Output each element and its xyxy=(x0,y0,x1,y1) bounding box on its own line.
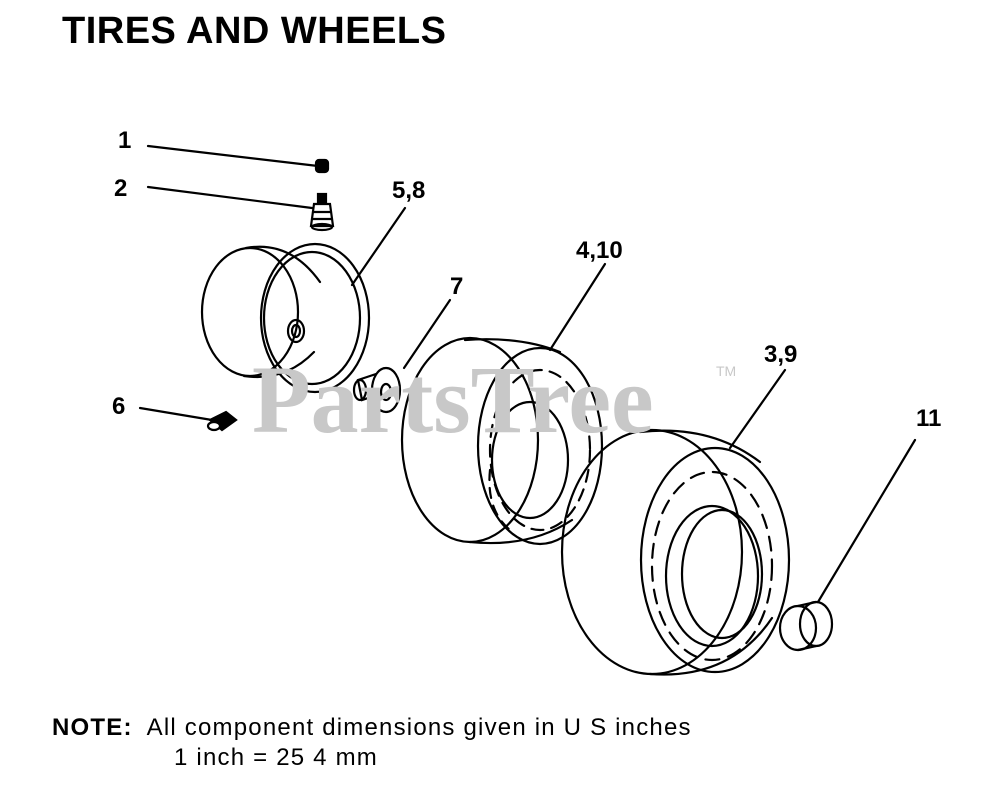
hub-cap-part xyxy=(778,600,834,652)
valve-cap-part xyxy=(314,158,330,174)
callout-3-9: 3,9 xyxy=(764,341,797,368)
wheel-rim-part xyxy=(200,242,371,394)
watermark-text: PartsTree xyxy=(252,346,654,453)
callout-11: 11 xyxy=(916,405,941,432)
callout-5-8: 5,8 xyxy=(392,177,425,204)
callout-1: 1 xyxy=(118,127,131,154)
leader-39 xyxy=(728,368,787,450)
leader-7 xyxy=(402,298,452,370)
valve-stem-part xyxy=(309,192,335,232)
page-title: TIRES AND WHEELS xyxy=(62,10,447,52)
callout-6: 6 xyxy=(112,393,125,420)
bushing-part xyxy=(352,366,402,414)
watermark-tm: TM xyxy=(716,363,736,379)
leader-58 xyxy=(350,206,407,287)
grease-fitting-part xyxy=(206,410,238,432)
leader-2 xyxy=(146,185,314,210)
leader-1 xyxy=(146,144,320,168)
callout-4-10: 4,10 xyxy=(576,237,623,264)
callout-7: 7 xyxy=(450,273,463,300)
leader-11 xyxy=(816,438,917,604)
note-line-1: All component dimensions given in U S in… xyxy=(146,714,692,741)
note-line-2: 1 inch = 25 4 mm xyxy=(174,744,378,771)
note-label: NOTE: xyxy=(52,714,133,741)
front-tire-part xyxy=(400,336,604,546)
rear-tire-part xyxy=(560,428,791,676)
callout-2: 2 xyxy=(114,175,127,202)
leader-6 xyxy=(138,406,214,422)
dimensions-note: NOTE: All component dimensions given in U… xyxy=(52,714,692,772)
leader-410 xyxy=(548,262,607,352)
